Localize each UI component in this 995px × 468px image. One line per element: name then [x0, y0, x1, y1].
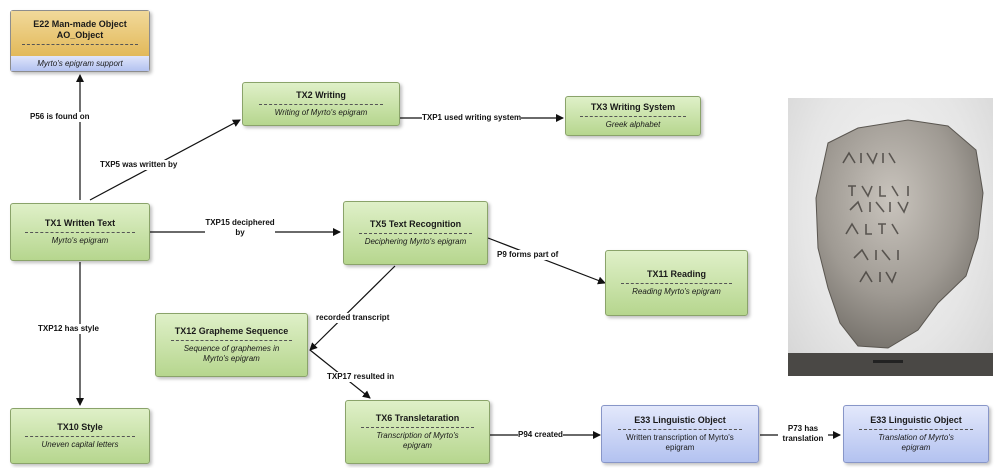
edge-label-recorded: recorded transcript — [316, 313, 390, 323]
node-tx10-title: TX10 Style — [57, 422, 103, 432]
node-tx6-divider — [360, 427, 475, 428]
edge-label-p73-text: P73 has translation — [782, 424, 824, 443]
node-tx1-sub: Myrto's epigram — [51, 236, 109, 245]
edge-label-p56: P56 is found on — [30, 112, 90, 122]
node-tx3-title: TX3 Writing System — [590, 102, 676, 112]
node-e33b-divider — [858, 429, 974, 430]
node-e33-translation: E33 Linguistic Object Translation of Myr… — [843, 405, 989, 463]
node-tx3-sub: Greek alphabet — [605, 120, 661, 129]
node-tx11: TX11 Reading Reading Myrto's epigram — [605, 250, 748, 316]
node-e22-divider — [22, 44, 138, 45]
node-e33a-title: E33 Linguistic Object — [634, 415, 726, 425]
edge-label-p94: P94 created — [518, 430, 563, 440]
edge-label-p73: P73 has translation — [778, 424, 828, 444]
edge-label-txp5: TXP5 was written by — [100, 160, 178, 170]
node-e22-title1: E22 Man-made Object — [33, 19, 127, 29]
node-tx5: TX5 Text Recognition Deciphering Myrto's… — [343, 201, 488, 265]
node-tx5-title: TX5 Text Recognition — [369, 219, 462, 229]
node-e22-header: E22 Man-made Object AO_Object — [11, 11, 149, 56]
node-tx1-divider — [25, 232, 135, 233]
node-e33-transcription: E33 Linguistic Object Written transcript… — [601, 405, 759, 463]
node-tx10-sub: Uneven capital letters — [41, 440, 119, 449]
node-tx12-divider — [171, 340, 292, 341]
edge-label-txp1: TXP1 used writing system — [422, 113, 522, 123]
stone-fragment-image — [788, 119, 993, 376]
inscription-photo — [788, 98, 993, 376]
node-tx6-sub: Transcription of Myrto's epigram — [376, 431, 459, 450]
node-tx1-title: TX1 Written Text — [44, 218, 116, 228]
edge-label-p9: P9 forms part of — [497, 250, 559, 260]
node-tx3: TX3 Writing System Greek alphabet — [565, 96, 701, 136]
node-tx12: TX12 Grapheme Sequence Sequence of graph… — [155, 313, 308, 377]
node-e22-footer: Myrto's epigram support — [11, 56, 149, 71]
node-tx12-title: TX12 Grapheme Sequence — [174, 326, 289, 336]
node-e33b-sub: Translation of Myrto's epigram — [878, 433, 954, 452]
node-tx6: TX6 Transletaration Transcription of Myr… — [345, 400, 490, 464]
node-tx11-divider — [620, 283, 733, 284]
node-tx2-divider — [258, 104, 384, 105]
node-e22-title2: AO_Object — [56, 30, 104, 40]
node-e33a-sub: Written transcription of Myrto's epigram — [626, 433, 734, 452]
node-tx11-title: TX11 Reading — [646, 269, 707, 279]
node-e22: E22 Man-made Object AO_Object Myrto's ep… — [10, 10, 150, 72]
node-tx5-sub: Deciphering Myrto's epigram — [364, 237, 467, 246]
edge-recorded — [309, 265, 396, 351]
node-e22-sub: Myrto's epigram support — [37, 58, 123, 68]
node-tx3-divider — [580, 116, 686, 117]
node-tx1: TX1 Written Text Myrto's epigram — [10, 203, 150, 261]
node-tx10-divider — [25, 436, 135, 437]
node-tx12-sub: Sequence of graphemes in Myrto's epigram — [183, 344, 280, 363]
edge-label-txp15: TXP15 deciphered by — [205, 218, 275, 238]
edge-label-txp17: TXP17 resulted in — [327, 372, 395, 382]
node-tx2-title: TX2 Writing — [296, 90, 346, 100]
node-tx10: TX10 Style Uneven capital letters — [10, 408, 150, 464]
node-tx2: TX2 Writing Writing of Myrto's epigram — [242, 82, 400, 126]
node-e33a-divider — [617, 429, 743, 430]
edge-label-txp15-text: TXP15 deciphered by — [205, 218, 275, 237]
scale-bar — [873, 360, 903, 363]
node-tx11-sub: Reading Myrto's epigram — [632, 287, 721, 296]
node-e33b-title: E33 Linguistic Object — [870, 415, 962, 425]
edge-label-txp12: TXP12 has style — [38, 324, 99, 334]
node-tx2-sub: Writing of Myrto's epigram — [274, 108, 368, 117]
node-tx6-title: TX6 Transletaration — [375, 413, 460, 423]
node-tx5-divider — [358, 233, 473, 234]
edge-p9 — [487, 237, 606, 285]
photo-base — [788, 353, 993, 376]
